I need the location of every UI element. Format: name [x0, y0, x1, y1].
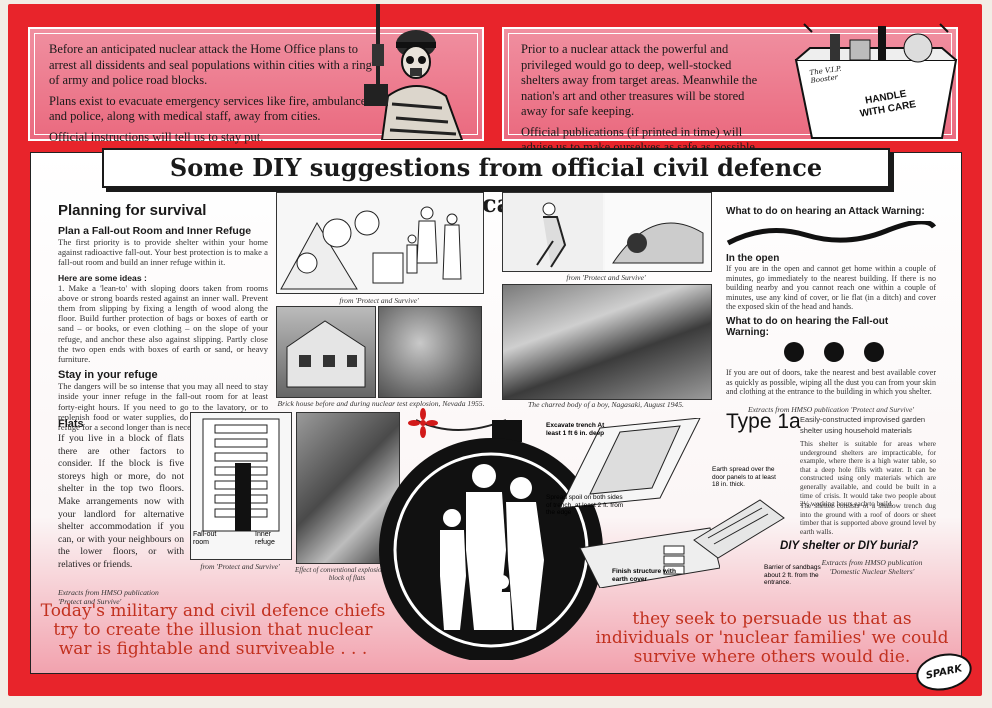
stay-heading: Stay in your refuge — [58, 369, 158, 382]
refuge-drawing-caption: from 'Protect and Survive' — [339, 296, 419, 305]
fallout-room-heading: Plan a Fall-out Room and Inner Refuge — [58, 225, 252, 237]
earth-spread-label: Earth spread over the door panels to at … — [712, 466, 776, 488]
flats-diagram: Fall-out room Inner refuge — [190, 412, 292, 560]
fallout-warning-dots — [726, 338, 936, 368]
flats-source: Extracts from HMSO publication 'Protect … — [58, 587, 159, 606]
bottom-right-slogan: they seek to persuade us that as individ… — [595, 609, 949, 667]
charred-body-photo — [502, 284, 712, 400]
vip-crate-illustration: The V.I.P. Booster HANDLE WITH CARE — [790, 20, 962, 140]
house-explosion-photo — [378, 306, 482, 398]
flats-text: If you live in a block of flats there ar… — [58, 433, 184, 570]
top-right-para-1: Prior to a nuclear attack the powerful a… — [521, 42, 758, 118]
diy-question: DIY shelter or DIY burial? — [780, 540, 919, 552]
fallout-room-text: The first priority is to provide shelter… — [58, 237, 268, 268]
spark-logo-text: SPARK — [924, 662, 964, 682]
shelter-cutaway-drawing — [693, 499, 785, 559]
planning-heading: Planning for survival — [58, 202, 207, 219]
flats-diagram-caption: from 'Protect and Survive' — [200, 562, 280, 571]
running-drawing-caption: from 'Protect and Survive' — [566, 273, 646, 282]
refuge-drawing — [276, 192, 484, 294]
main-title: Some DIY suggestions from official civil… — [102, 148, 890, 218]
rising-tone-icon — [726, 221, 936, 246]
type1a-text: This shelter is suitable for areas where… — [800, 440, 936, 509]
running-person-drawing — [502, 192, 712, 272]
house-before-photo — [276, 306, 376, 398]
flats-heading: Flats — [58, 418, 84, 430]
barrier-label: Barrier of sandbags about 2 ft. from the… — [764, 564, 821, 586]
fallout-warning-heading: What to do on hearing the Fall-out Warni… — [726, 315, 889, 338]
type1a-text-2: The shelter consists of a shallow trench… — [800, 502, 936, 536]
in-the-open-text: If you are in the open and cannot get ho… — [726, 264, 936, 312]
fallout-warning-text: If you are out of doors, take the neares… — [726, 367, 936, 397]
house-photos-caption: Brick house before and during nuclear te… — [277, 399, 485, 408]
inner-refuge-label: Inner refuge — [255, 531, 275, 546]
gong-dot-icon — [824, 341, 844, 362]
flats-photo-caption: Effect of conventional explosion on a bl… — [294, 566, 399, 582]
attack-warning-heading: What to do on hearing an Attack Warning: — [726, 206, 925, 217]
type1a-title: Type 1a — [726, 410, 801, 433]
spread-spoil-label: Spread spoil on both sides of trench, at… — [546, 494, 624, 516]
type1a-source: Extracts from HMSO publication 'Domestic… — [821, 558, 923, 576]
flats-section: Flats If you live in a block of flats th… — [58, 418, 184, 606]
bomb-family-emblem — [379, 419, 603, 660]
fallout-room-label: Fall-out room — [193, 531, 217, 546]
charred-photo-caption: The charred body of a boy, Nagasaki, Aug… — [528, 400, 684, 409]
planning-section: Planning for survival Plan a Fall-out Ro… — [58, 202, 268, 432]
ideas-heading: Here are some ideas : — [58, 272, 147, 283]
excavate-label: Excavate trench At least 1 ft 6 in. deep — [546, 422, 605, 437]
stay-text: The dangers will be so intense that you … — [58, 381, 268, 433]
top-left-para-3: Official instructions will tell us to st… — [49, 129, 264, 144]
warnings-section: What to do on hearing an Attack Warning:… — [726, 206, 936, 414]
ideas-text: 1. Make a 'lean-to' with sloping doors t… — [58, 282, 268, 365]
bottom-left-slogan: Today's military and civil defence chief… — [40, 601, 386, 659]
gong-dot-icon — [864, 341, 884, 362]
finish-label: Finish structure with earth cover — [612, 568, 676, 583]
gong-dot-icon — [784, 341, 804, 362]
fuse-spark-icon — [408, 408, 438, 438]
type1a-intro: Easily-constructed improvised garden she… — [800, 415, 926, 435]
soldier-illustration — [364, 4, 464, 140]
warnings-source: Extracts from HMSO publication 'Protect … — [748, 404, 914, 414]
in-the-open-heading: In the open — [726, 253, 780, 264]
top-left-para-1: Before an anticipated nuclear attack the… — [49, 42, 372, 87]
trench-drawings: Excavate trench At least 1 ft 6 in. deep… — [546, 417, 721, 589]
top-left-para-2: Plans exist to evacuate emergency servic… — [49, 93, 367, 124]
